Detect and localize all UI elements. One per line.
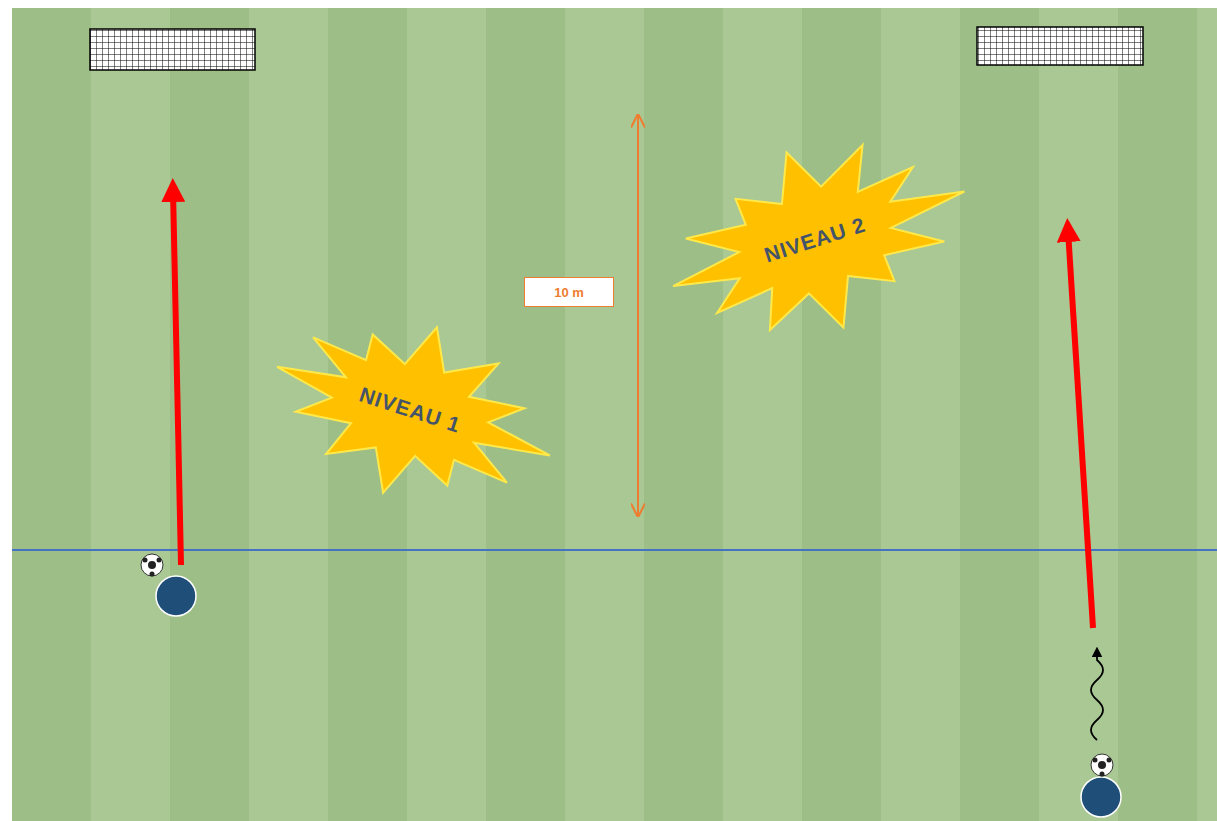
- grass-stripe: [565, 8, 645, 821]
- grass-stripe: [170, 8, 250, 821]
- grass-stripe: [91, 8, 171, 821]
- grass-stripe: [644, 8, 724, 821]
- grass-stripe: [12, 8, 92, 821]
- dribble-path: [1091, 652, 1103, 740]
- grass-stripe: [881, 8, 961, 821]
- mini-goal: [977, 27, 1143, 65]
- ball: [1091, 754, 1113, 777]
- dimension-label: 10 m: [554, 285, 584, 300]
- player: [1081, 777, 1121, 817]
- grass-stripes: [12, 8, 1217, 821]
- grass-stripe: [1197, 8, 1217, 821]
- distance-arrow: [637, 115, 639, 516]
- ball: [141, 554, 163, 577]
- grass-stripe: [960, 8, 1040, 821]
- player: [156, 576, 196, 616]
- shot-arrow: [1068, 230, 1093, 628]
- shot-arrow: [173, 190, 181, 565]
- distance-label: 10 m: [524, 277, 614, 307]
- start-line: [12, 549, 1217, 551]
- grass-stripe: [1039, 8, 1119, 821]
- grass-stripe: [1118, 8, 1198, 821]
- grass-stripe: [802, 8, 882, 821]
- starburst-outline: [645, 104, 993, 374]
- mini-goal: [90, 29, 255, 70]
- grass-stripe: [723, 8, 803, 821]
- starburst-outline: [250, 284, 576, 538]
